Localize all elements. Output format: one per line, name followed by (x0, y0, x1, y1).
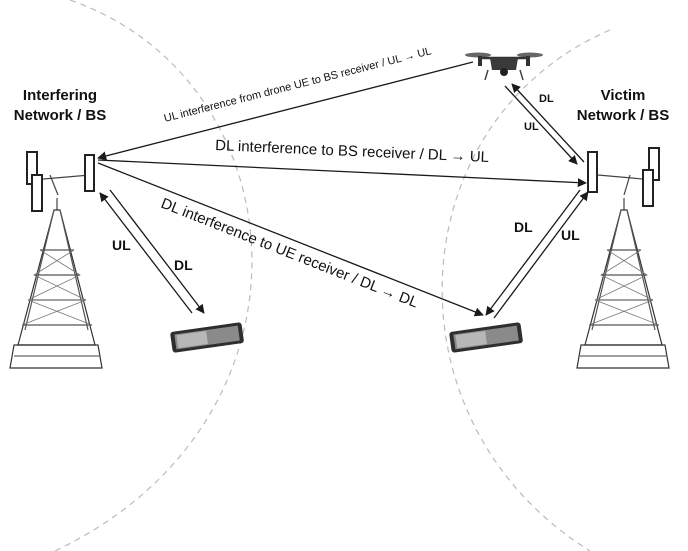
victim-coverage-boundary (441, 29, 611, 551)
drone-ul-arrow (504, 85, 578, 165)
drone-dl-label: DL (539, 93, 554, 105)
right-ul-label: UL (561, 227, 580, 243)
interfering-title-line1: Interfering (23, 87, 97, 104)
victim-ue-phone-icon (449, 322, 523, 353)
drone-dl-arrow (511, 83, 585, 163)
interfering-tower-icon (9, 151, 103, 369)
dl-to-ue-interference-arrow (97, 162, 484, 317)
right-dl-label: DL (514, 219, 533, 235)
right-ul-arrow (493, 191, 589, 319)
drone-ul-interference-label: UL interference from drone UE to BS rece… (163, 45, 433, 125)
interfering-coverage-boundary (54, 0, 253, 551)
dl-to-ue-interference-label: DL interference to UE receiver / DL → DL (159, 195, 421, 312)
drone-ul-label: UL (524, 121, 539, 133)
left-ul-label: UL (112, 237, 131, 253)
dl-to-bs-interference-label: DL interference to BS receiver / DL → UL (215, 137, 489, 166)
left-ul-arrow (99, 192, 193, 314)
interfering-title-line2: Network / BS (14, 107, 107, 124)
victim-tower-icon (576, 147, 670, 369)
interfering-ue-phone-icon (170, 322, 244, 353)
left-dl-label: DL (174, 257, 193, 273)
drone-ul-interference-arrow (97, 61, 474, 161)
left-dl-arrow (109, 189, 205, 314)
dl-to-bs-interference-arrow (97, 159, 587, 188)
victim-title-line1: Victim (601, 87, 646, 104)
victim-title-line2: Network / BS (577, 107, 670, 124)
right-dl-arrow (485, 189, 581, 316)
drone-icon (465, 52, 543, 81)
